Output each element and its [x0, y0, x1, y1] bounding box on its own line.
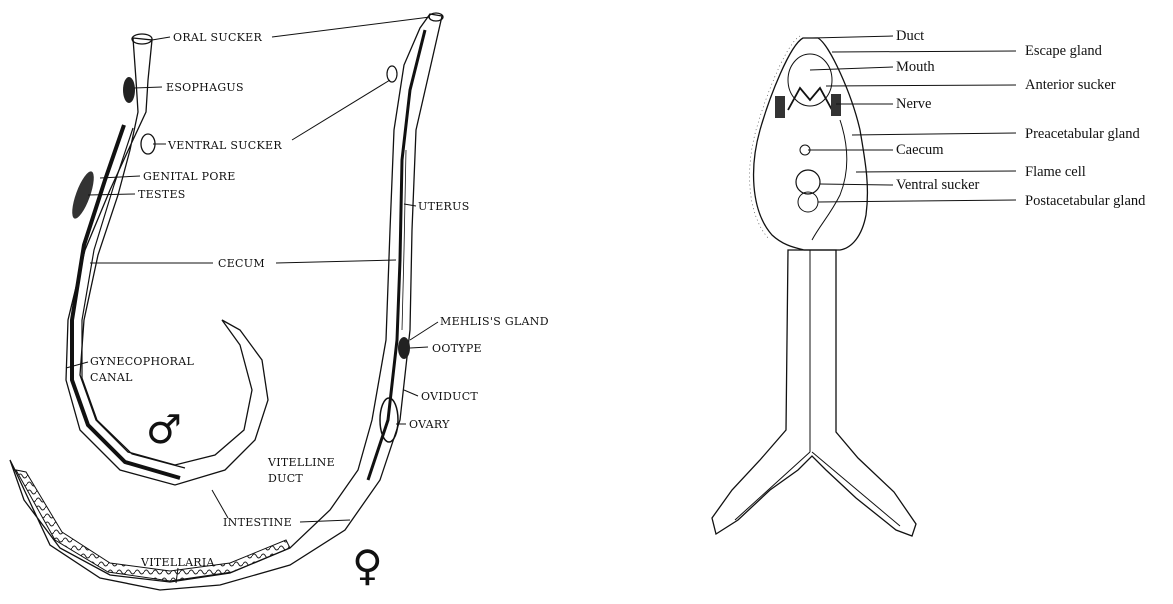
label-flame-cell: Flame cell — [1025, 164, 1086, 180]
label-postacetabular-gland: Postacetabular gland — [1025, 193, 1146, 209]
label-mehlis-gland: MEHLIS'S GLAND — [440, 315, 549, 328]
label-ootype: OOTYPE — [432, 342, 482, 355]
cercaria-tail-stem — [712, 250, 916, 536]
label-preacetabular-gland: Preacetabular gland — [1025, 126, 1140, 142]
schistosome-labels: ORAL SUCKER ESOPHAGUS VENTRAL SUCKER GEN… — [90, 31, 549, 569]
label-testes: TESTES — [138, 188, 186, 201]
label-vitelline-line2: DUCT — [268, 472, 303, 485]
female-gut-line — [368, 30, 425, 480]
label-oral-sucker: ORAL SUCKER — [173, 31, 263, 44]
postacetabular-gland-shape — [798, 192, 818, 212]
flame-cell-tubule — [812, 120, 847, 240]
schistosome-leader-lines — [66, 17, 438, 583]
male-symbol: ♂ — [146, 407, 182, 453]
mouth-shape — [788, 88, 832, 110]
label-mouth: Mouth — [896, 59, 935, 75]
label-escape-gland: Escape gland — [1025, 43, 1103, 59]
label-genital-pore: GENITAL PORE — [143, 170, 236, 183]
ventral-sucker-male — [141, 134, 155, 154]
label-duct: Duct — [896, 28, 924, 44]
label-ventral-sucker: VENTRAL SUCKER — [167, 139, 282, 152]
label-intestine: INTESTINE — [223, 516, 292, 529]
cercaria-tail-midline — [735, 250, 900, 526]
cercaria-internal-organs — [775, 54, 847, 240]
label-vitellaria: VITELLARIA — [140, 556, 216, 569]
label-ovary: OVARY — [409, 418, 450, 431]
esophagus-bulb — [123, 77, 135, 103]
label-vitelline-line1: VITELLINE — [267, 456, 335, 469]
label-uterus: UTERUS — [418, 200, 470, 213]
cercaria-diagram: Duct Escape gland Mouth Anterior sucker … — [712, 28, 1146, 536]
ventral-sucker-shape — [796, 170, 820, 194]
nerve-right — [831, 94, 841, 116]
female-symbol: ♀ — [352, 541, 383, 590]
label-esophagus: ESOPHAGUS — [166, 81, 244, 94]
label-caecum: Caecum — [896, 142, 944, 158]
label-ventral-sucker-cercaria: Ventral sucker — [896, 177, 980, 193]
label-gynecophoral-line1: GYNECOPHORAL — [90, 355, 194, 368]
ventral-sucker-female — [387, 66, 397, 82]
nerve-left — [775, 96, 785, 118]
label-gynecophoral-line2: CANAL — [90, 371, 133, 384]
oral-sucker-female — [429, 13, 443, 21]
label-cecum: CECUM — [218, 257, 265, 270]
ootype-body — [398, 337, 410, 359]
label-oviduct: OVIDUCT — [421, 390, 478, 403]
cercaria-labels: Duct Escape gland Mouth Anterior sucker … — [896, 28, 1146, 209]
label-anterior-sucker: Anterior sucker — [1025, 77, 1116, 93]
label-nerve: Nerve — [896, 96, 931, 112]
schistosome-diagram: ORAL SUCKER ESOPHAGUS VENTRAL SUCKER GEN… — [10, 13, 549, 590]
